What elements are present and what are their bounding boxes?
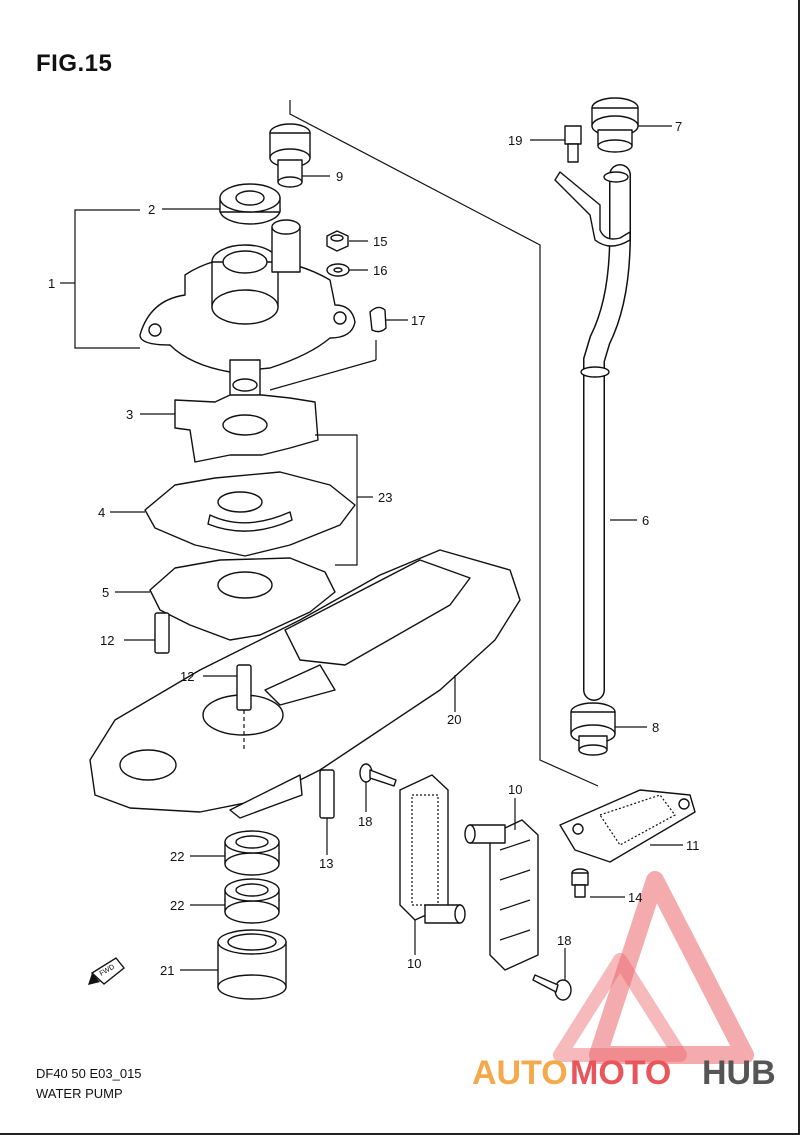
spacer-part xyxy=(224,830,280,876)
bearing-part xyxy=(217,929,287,1000)
grommet-part xyxy=(269,123,311,188)
callout-6: 6 xyxy=(642,513,649,528)
under-panel-part xyxy=(89,549,521,819)
washer-part xyxy=(326,263,350,277)
callout-16: 16 xyxy=(373,263,387,278)
pump-plate-part xyxy=(144,471,356,557)
oil-seal-part xyxy=(219,183,281,225)
callout-1: 1 xyxy=(48,276,55,291)
callout-labels: 1 2 3 4 5 6 7 8 9 10 10 11 12 12 13 14 1… xyxy=(48,119,700,978)
gasket-part xyxy=(149,557,336,641)
stud-part xyxy=(154,612,170,654)
bolt-part xyxy=(564,125,582,163)
impeller-part xyxy=(174,394,319,463)
watermark-part3: HUB xyxy=(702,1054,776,1092)
callout-19: 19 xyxy=(508,133,522,148)
watermark-part2: MOTO xyxy=(570,1054,671,1092)
watermark-text: AUTO MOTO HUB xyxy=(472,1054,776,1092)
callout-9: 9 xyxy=(336,169,343,184)
callout-18a: 18 xyxy=(358,814,372,829)
figure-title: FIG.15 xyxy=(36,50,113,77)
grommet-part xyxy=(570,702,616,756)
callout-11: 11 xyxy=(686,838,700,853)
callout-15: 15 xyxy=(373,234,387,249)
callout-14: 14 xyxy=(628,890,642,905)
callout-17: 17 xyxy=(411,313,425,328)
hose-clip-part xyxy=(554,171,631,247)
callout-12b: 12 xyxy=(180,669,194,684)
water-hose-part xyxy=(580,164,631,701)
bolt-part xyxy=(571,868,589,898)
callout-4: 4 xyxy=(98,505,105,520)
callout-23: 23 xyxy=(378,490,392,505)
figure-code: DF40 50 E03_015 xyxy=(36,1066,142,1081)
callout-18b: 18 xyxy=(557,933,571,948)
callout-12a: 12 xyxy=(100,633,114,648)
screw-part xyxy=(532,974,572,1001)
watermark-part1: AUTO xyxy=(472,1054,568,1092)
forward-arrow-icon: FWD xyxy=(88,957,125,985)
callout-22b: 22 xyxy=(170,898,184,913)
figure-name: WATER PUMP xyxy=(36,1086,123,1101)
callout-10a: 10 xyxy=(508,782,522,797)
cover-plate-part xyxy=(559,789,696,863)
callout-20: 20 xyxy=(447,712,461,727)
callout-3: 3 xyxy=(126,407,133,422)
callout-22a: 22 xyxy=(170,849,184,864)
callout-21: 21 xyxy=(160,963,174,978)
strainer-part xyxy=(399,774,466,924)
pump-case-part xyxy=(139,219,356,401)
callout-10b: 10 xyxy=(407,956,421,971)
stud-part xyxy=(319,769,335,819)
callout-2: 2 xyxy=(148,202,155,217)
watermark-logo xyxy=(553,871,754,1064)
key-part xyxy=(369,306,387,333)
spacer-part xyxy=(224,878,280,924)
callout-8: 8 xyxy=(652,720,659,735)
stud-part xyxy=(236,664,252,711)
callout-7: 7 xyxy=(675,119,682,134)
callout-5: 5 xyxy=(102,585,109,600)
callout-13: 13 xyxy=(319,856,333,871)
nut-part xyxy=(326,230,349,252)
strainer-part xyxy=(464,819,539,971)
grommet-part xyxy=(591,97,639,153)
